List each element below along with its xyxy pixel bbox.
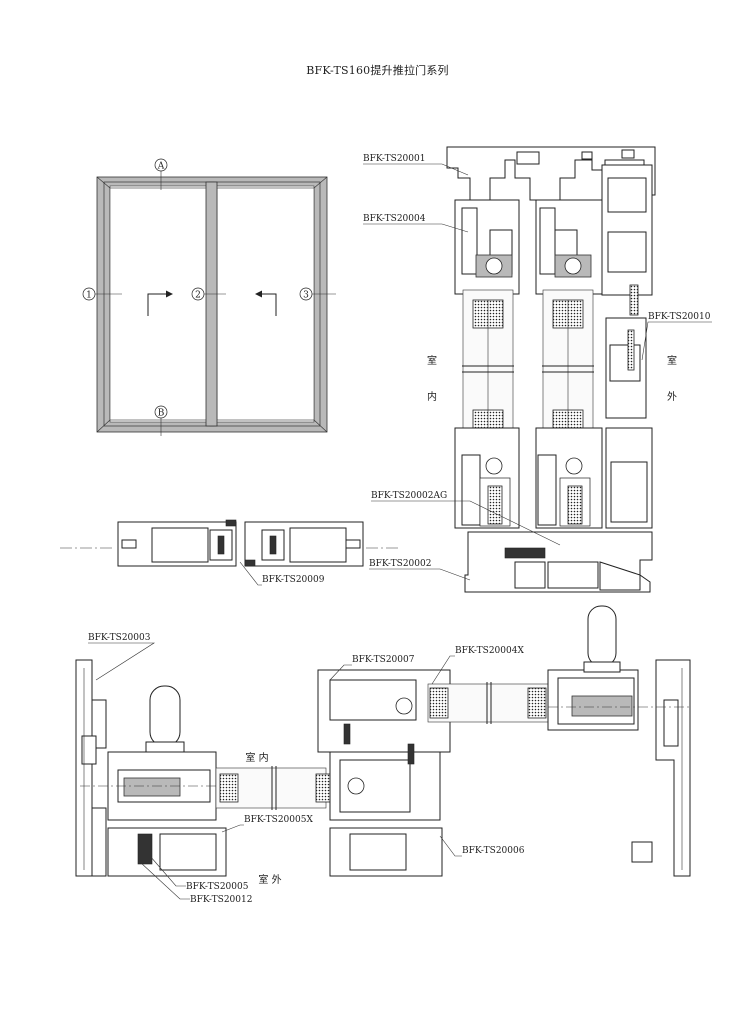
marker-3-label: 3 <box>303 291 309 301</box>
label-ts20012: BFK-TS20012 <box>190 895 252 905</box>
interlock-mullion <box>205 181 218 427</box>
label-ts20007: BFK-TS20007 <box>352 655 415 665</box>
label-ts20004x: BFK-TS20004X <box>455 646 524 656</box>
glass-left <box>109 187 209 421</box>
marker-a-label: A <box>157 162 165 172</box>
horizontal-section: BFK-TS20003 BFK-TS20007 BFK-TS20004X BFK… <box>75 605 691 905</box>
label-ts20004: BFK-TS20004 <box>363 214 426 224</box>
outdoor-label-2: 外 <box>667 391 677 403</box>
marker-1-label: 1 <box>86 291 92 301</box>
marker-b-label: B <box>158 409 165 419</box>
door-elevation: A B 1 2 3 <box>82 158 336 436</box>
drawing-title: BFK-TS160提升推拉门系列 <box>306 64 449 77</box>
label-ts20002ag: BFK-TS20002AG <box>371 491 447 501</box>
glass-right <box>216 187 315 421</box>
marker-1 <box>82 287 96 301</box>
outdoor-label-1: 室 <box>667 354 677 367</box>
label-ts20005x: BFK-TS20005X <box>244 815 313 825</box>
vertical-section: BFK-TS20001 BFK-TS20004 BFK-TS20010 BFK-… <box>363 146 712 593</box>
indoor-label-1: 室 <box>427 354 437 367</box>
marker-a <box>154 158 168 172</box>
marker-3 <box>299 287 313 301</box>
opening-arrow-left <box>147 290 173 316</box>
outdoor-label-h: 室 外 <box>258 873 281 886</box>
interlock-section: BFK-TS20009 <box>60 519 398 586</box>
marker-2-label: 2 <box>195 291 201 301</box>
label-ts20001: BFK-TS20001 <box>363 154 425 164</box>
label-ts20006: BFK-TS20006 <box>462 846 525 856</box>
marker-2 <box>191 287 205 301</box>
label-ts20005: BFK-TS20005 <box>186 882 249 892</box>
right-jamb <box>655 659 691 877</box>
marker-b <box>154 405 168 419</box>
handle-left <box>149 685 181 747</box>
opening-arrow-right <box>255 290 277 316</box>
handle-right <box>587 605 617 667</box>
indoor-label-h: 室 内 <box>245 751 268 764</box>
label-ts20003: BFK-TS20003 <box>88 633 151 643</box>
label-ts20009: BFK-TS20009 <box>262 575 325 585</box>
label-ts20010: BFK-TS20010 <box>648 312 711 322</box>
label-ts20002: BFK-TS20002 <box>369 559 431 569</box>
indoor-label-2: 内 <box>427 390 437 403</box>
